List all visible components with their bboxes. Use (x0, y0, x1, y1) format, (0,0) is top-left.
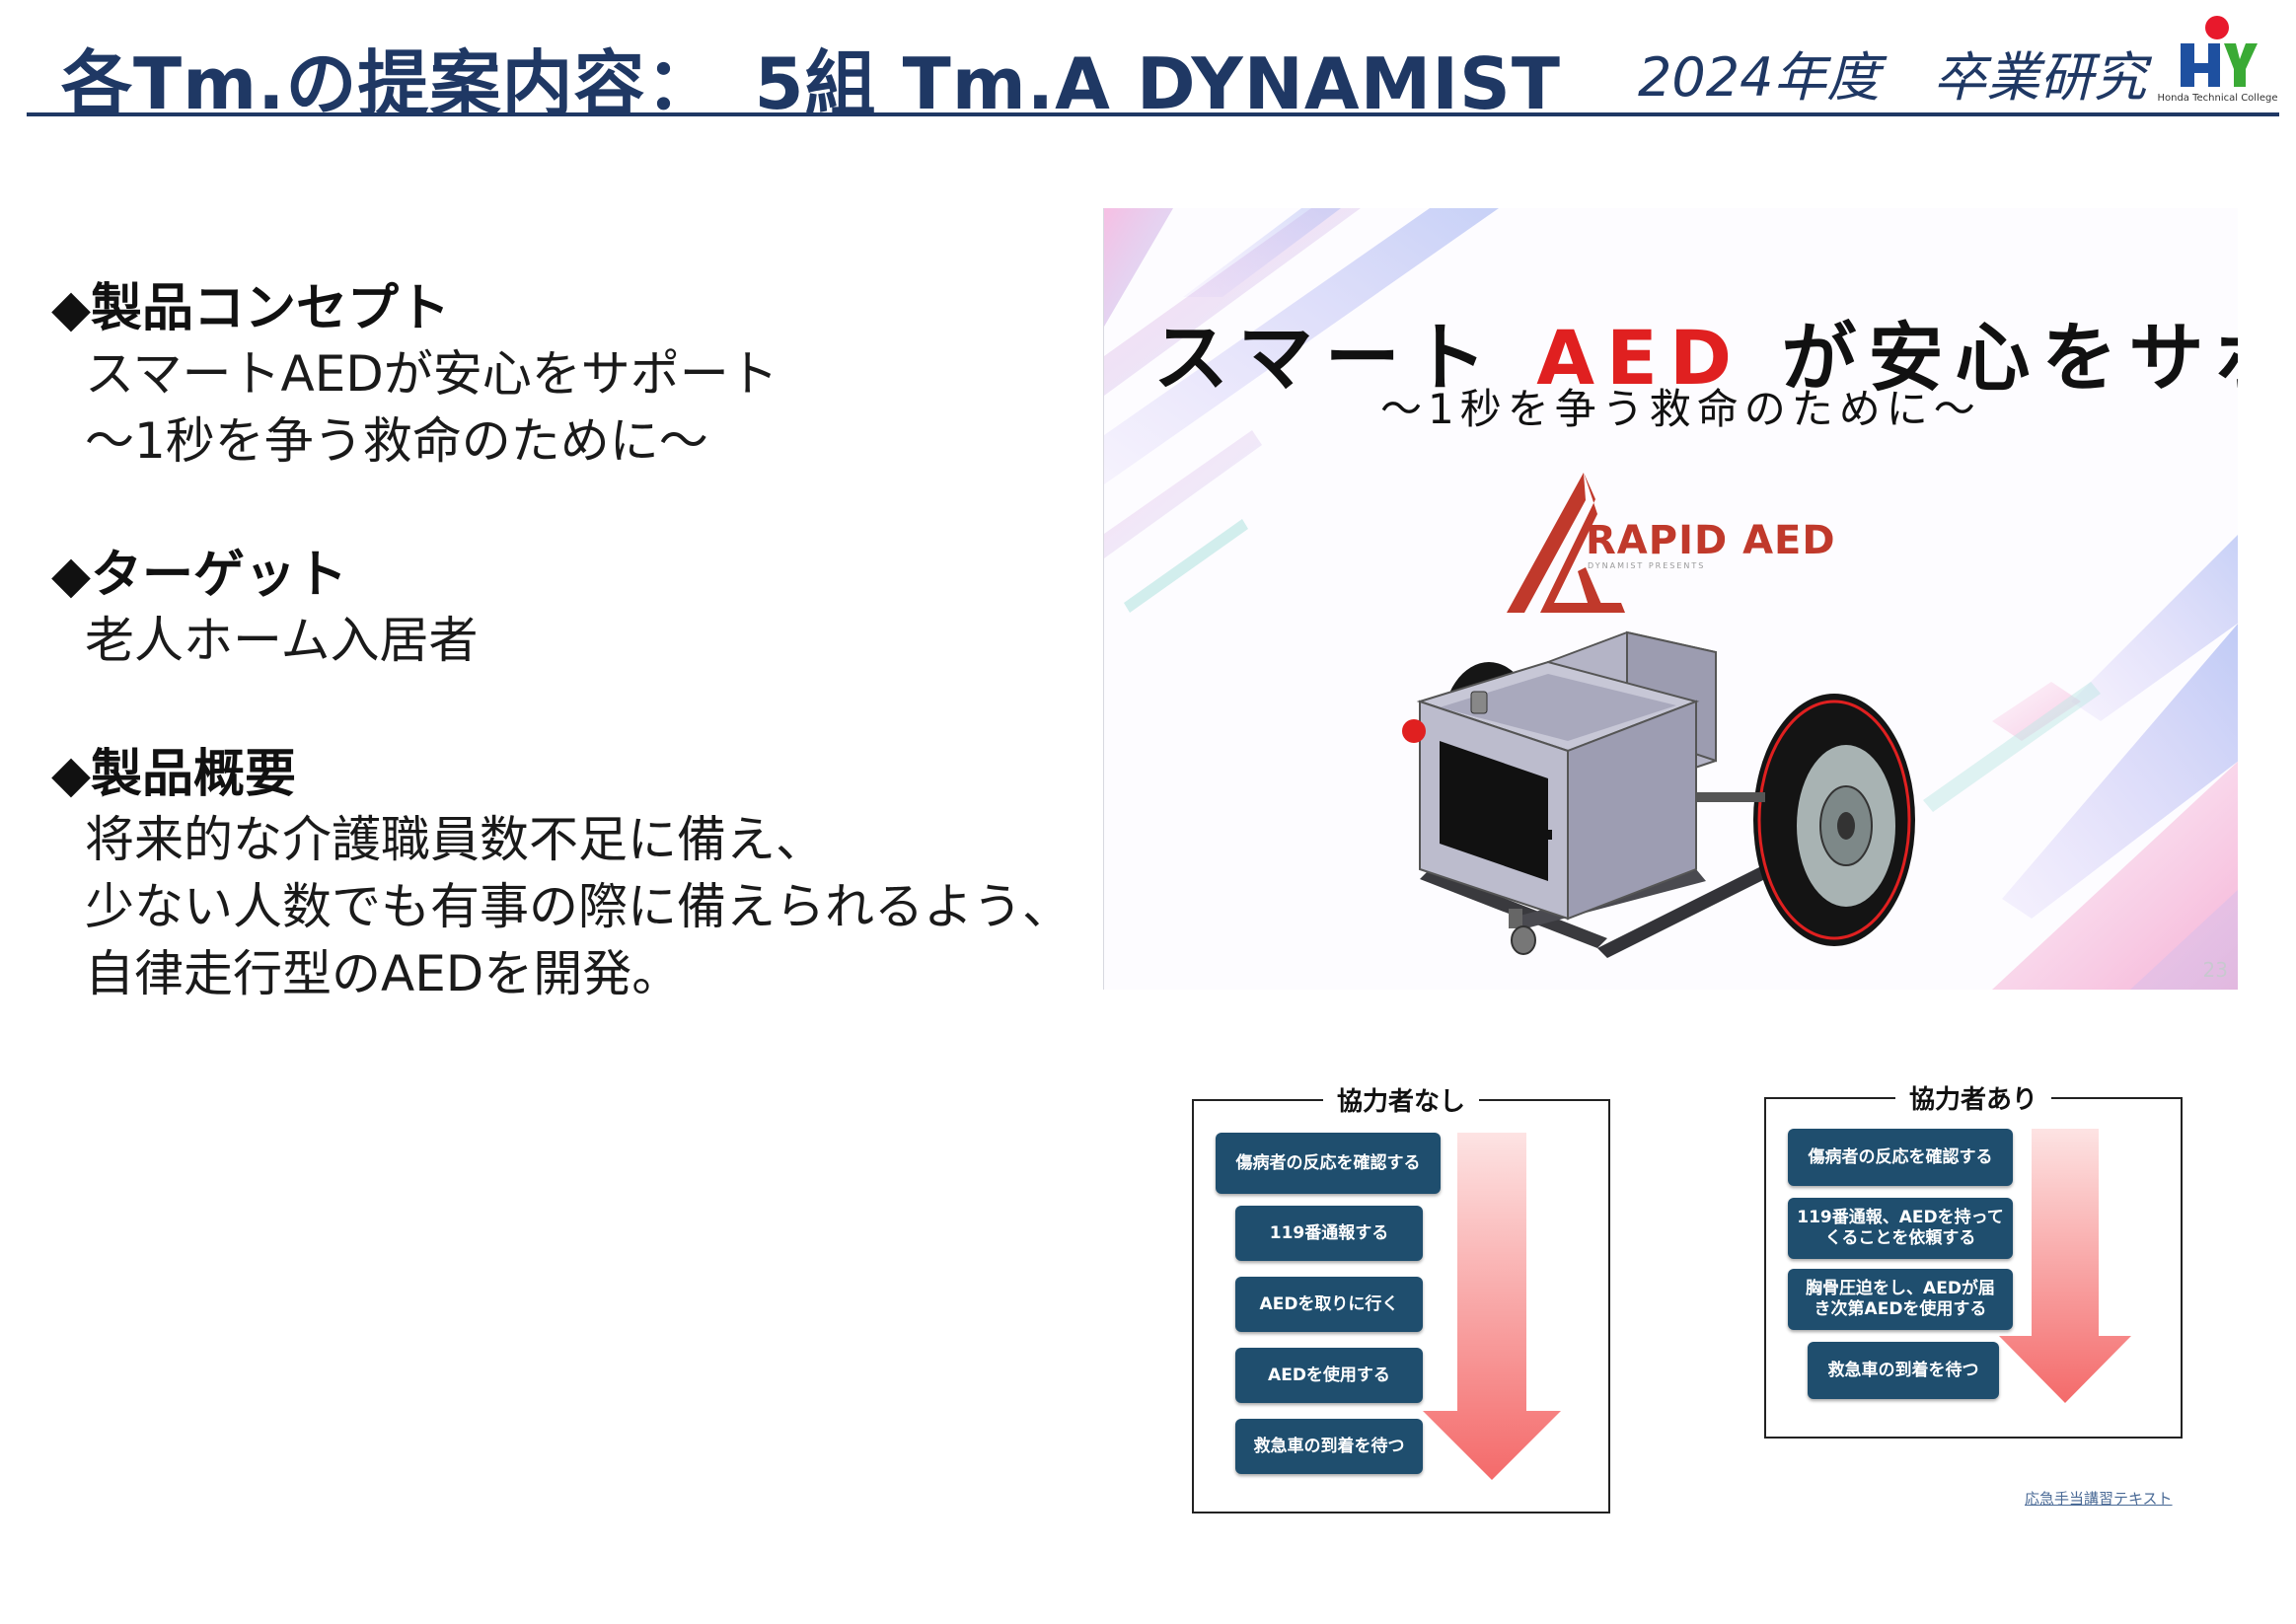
honda-technical-college-logo: Honda Technical College (2151, 14, 2284, 112)
flow-step: AEDを取りに行く (1235, 1277, 1423, 1332)
flow-label: 協力者あり (1894, 1079, 2052, 1116)
flow-step: 救急車の到着を待つ (1808, 1342, 1999, 1399)
overview-line: 少ない人数でも有事の際に備えられるよう、 (85, 878, 1072, 935)
target-line: 老人ホーム入居者 (85, 612, 479, 669)
slide-title-aed: AED (1536, 314, 1744, 402)
aed-robot-cart-icon (1402, 630, 1915, 958)
flow-step: 119番通報する (1235, 1206, 1423, 1261)
header-divider (27, 112, 2279, 116)
logo-caption: Honda Technical College (2157, 93, 2278, 104)
page-title: 各Tm.の提案内容： 5組 Tm.A DYNAMIST (61, 42, 1561, 125)
flow-with-helper: 協力者あり 傷病者の反応を確認する 119番通報、AEDを持って くることを依頼… (1764, 1079, 2183, 1439)
flow-step: AEDを使用する (1235, 1348, 1423, 1403)
overview-line: 将来的な介護職員数不足に備え、 (85, 811, 825, 868)
concept-line: スマートAEDが安心をサポート (85, 345, 778, 403)
target-heading: ◆ターゲット (51, 546, 347, 605)
slide-title-before: スマート (1153, 314, 1499, 402)
overview-line: 自律走行型のAEDを開発。 (85, 945, 682, 1002)
flow-step: 119番通報、AEDを持って くることを依頼する (1788, 1198, 2013, 1259)
flow-step: 救急車の到着を待つ (1235, 1419, 1423, 1474)
flow-step: 胸骨圧迫をし、AEDが届 き次第AEDを使用する (1788, 1269, 2013, 1330)
slide-title: スマート AED が安心をサポート (1153, 297, 2238, 406)
concept-line: 〜1秒を争う救命のために〜 (85, 412, 708, 470)
down-arrow-icon (1423, 1133, 1561, 1480)
overview-heading: ◆製品概要 (51, 745, 296, 804)
slide-subtitle: 〜1秒を争う救命のために〜 (1380, 385, 1981, 433)
flow-label: 協力者なし (1322, 1081, 1480, 1118)
college-logo-icon (2181, 16, 2258, 87)
concept-heading: ◆製品コンセプト (51, 279, 450, 338)
slide-title-after: が安心をサポート (1781, 314, 2239, 402)
rapid-aed-triangle-icon (1507, 473, 1625, 613)
decorative-stripes (1104, 208, 2238, 990)
slide-page-number: 23 (2202, 958, 2228, 982)
product-slide-image: スマート AED が安心をサポート 〜1秒を争う救命のために〜 RAPID AE… (1103, 208, 2238, 990)
source-link[interactable]: 応急手当講習テキスト (2025, 1490, 2173, 1508)
flow-step: 傷病者の反応を確認する (1788, 1129, 2013, 1186)
down-arrow-icon (1999, 1129, 2131, 1403)
rapid-aed-logo-subtext: DYNAMIST PRESENTS (1588, 561, 1706, 570)
flow-without-helper: 協力者なし 傷病者の反応を確認する 119番通報する AEDを取りに行く AED… (1192, 1081, 1610, 1513)
rapid-aed-logo-text: RAPID AED (1586, 518, 1836, 563)
target-section: ◆ターゲット 老人ホーム入居者 (51, 533, 479, 674)
flow-step: 傷病者の反応を確認する (1216, 1133, 1441, 1194)
year-label: 2024年度 卒業研究 (1638, 46, 2147, 109)
concept-section: ◆製品コンセプト スマートAEDが安心をサポート 〜1秒を争う救命のために〜 (51, 266, 778, 475)
overview-section: ◆製品概要 将来的な介護職員数不足に備え、 少ない人数でも有事の際に備えられるよ… (51, 732, 1072, 1007)
